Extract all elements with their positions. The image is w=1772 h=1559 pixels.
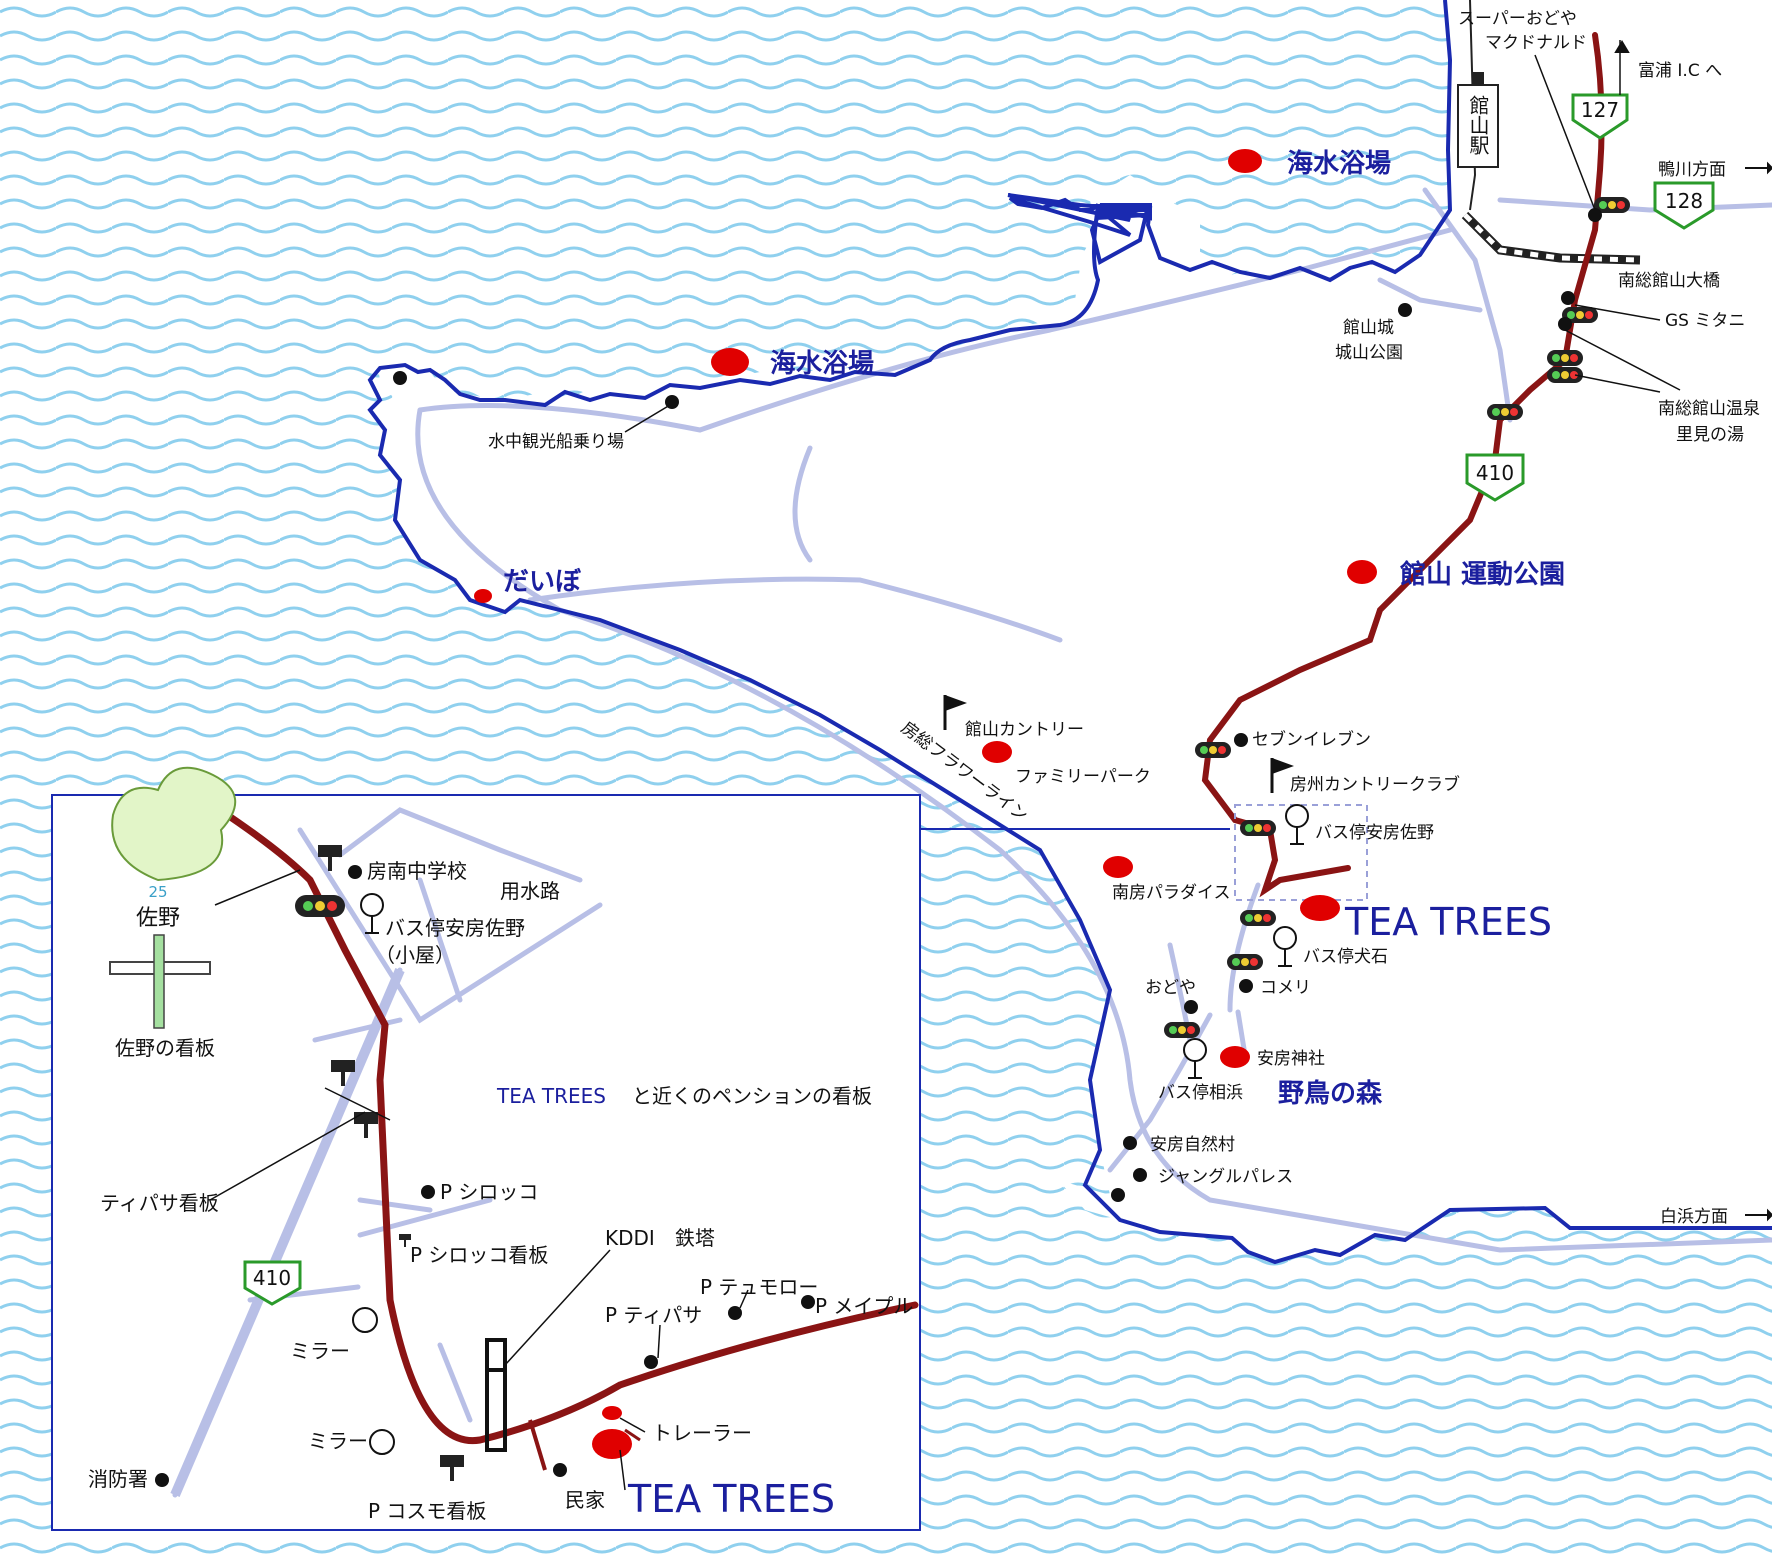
coastline — [1007, 0, 1453, 283]
kddi-tower-icon — [485, 1338, 507, 1452]
tateyama-station: 館山駅 — [1457, 72, 1499, 168]
label-daibo: だいぼ — [503, 567, 582, 597]
sano-sign-icon: 25 佐野 — [109, 766, 237, 1029]
inset-label-sirocco: P シロッコ — [440, 1180, 538, 1204]
label-family-park: ファミリーパーク — [1015, 767, 1151, 787]
label-nanbo-paradise: 南房パラダイス — [1112, 883, 1231, 903]
label-beach-1: 海水浴場 — [1287, 149, 1391, 179]
route-410-label: 410 — [1476, 461, 1514, 485]
label-super-odoya: スーパーおどや — [1458, 9, 1577, 29]
inset-label-p-maple: P メイプル — [815, 1294, 913, 1318]
railway — [1461, 0, 1641, 265]
route-128-label: 128 — [1665, 189, 1703, 213]
inset-map: 410 25 佐野 — [51, 766, 921, 1531]
minor-roads — [415, 187, 1772, 1253]
label-kamogawa: 鴨川方面 — [1658, 160, 1726, 180]
land — [370, 0, 1772, 1262]
red-spots — [474, 149, 1377, 1068]
traffic-lights — [1164, 197, 1630, 1038]
label-yacho-mori: 野鳥の森 — [1278, 1079, 1383, 1109]
label-tomiura-ic: 富浦 I.C へ — [1638, 61, 1722, 81]
inset-label-canal: 用水路 — [500, 879, 560, 903]
inset-label-sirocco-sign: P シロッコ看板 — [410, 1243, 548, 1267]
label-onsen-2: 里見の湯 — [1676, 425, 1744, 445]
label-jungle-palace: ジャングルパレス — [1158, 1167, 1293, 1187]
label-bus-sano: バス停安房佐野 — [1315, 823, 1434, 843]
label-nanso-bridge: 南総館山大橋 — [1618, 271, 1720, 291]
sign-number: 25 — [148, 883, 167, 901]
inset-label-sano-sign: 佐野の看板 — [115, 1036, 215, 1060]
label-castle-1: 館山城 — [1343, 318, 1394, 338]
inset-label-mirror-1: ミラー — [290, 1339, 350, 1363]
label-beach-2: 海水浴場 — [770, 349, 874, 379]
inset-label-tea-trees: TEA TREES — [627, 1477, 835, 1521]
inset-label-p-tumoro: P テュモロー — [700, 1275, 818, 1299]
inset-label-mirror-2: ミラー — [308, 1429, 368, 1453]
route-127-label: 127 — [1581, 98, 1619, 122]
label-castle-2: 城山公園 — [1335, 343, 1403, 363]
inset-label-minka: 民家 — [565, 1488, 605, 1512]
inset-label-school: 房南中学校 — [367, 859, 467, 883]
label-boshu-country: 房州カントリークラブ — [1290, 774, 1460, 795]
sign-name: 佐野 — [136, 906, 180, 931]
inset-label-bus-2: （小屋） — [375, 943, 455, 967]
inset-label-tea-sign-a: TEA TREES — [496, 1084, 606, 1108]
inset-label-tea-sign-b: と近くのペンションの看板 — [632, 1084, 872, 1108]
station-label: 館山駅 — [1466, 95, 1490, 156]
inset-route-410-label: 410 — [253, 1266, 291, 1290]
label-seven-eleven: セブンイレブン — [1252, 729, 1371, 750]
flag-icons — [943, 695, 1294, 793]
inset-label-bus-1: バス停安房佐野 — [385, 916, 525, 940]
label-bus-inuishi: バス停犬石 — [1303, 947, 1388, 967]
label-mcdonalds: マクドナルド — [1485, 33, 1587, 53]
inset-label-trailer: トレーラー — [652, 1421, 752, 1445]
label-country-club: 館山カントリー — [965, 720, 1084, 740]
route-128-shield: 128 — [1653, 181, 1715, 230]
route-127-shield: 127 — [1571, 93, 1629, 140]
label-shirahama: 白浜方面 — [1660, 1207, 1728, 1227]
label-boat-pier: 水中観光船乗り場 — [488, 432, 624, 452]
label-awa-nature: 安房自然村 — [1150, 1135, 1235, 1155]
inset-label-fire-station: 消防署 — [88, 1467, 148, 1491]
route-410-shield: 410 — [1465, 453, 1525, 502]
label-onsen-1: 南総館山温泉 — [1658, 399, 1760, 419]
label-komeri: コメリ — [1260, 978, 1311, 998]
coastline-west — [367, 205, 1772, 1265]
inset-label-cosmo-sign: P コスモ看板 — [368, 1499, 486, 1523]
label-gs-mitani: GS ミタニ — [1665, 311, 1745, 331]
label-tea-trees-main: TEA TREES — [1344, 900, 1552, 944]
bus-stop-icons — [1183, 804, 1309, 1079]
inset-label-kddi: KDDI 鉄塔 — [605, 1226, 715, 1250]
inset-label-p-tipasa: P ティパサ — [605, 1303, 702, 1327]
label-awa-shrine: 安房神社 — [1257, 1049, 1325, 1069]
signboard-icons — [318, 845, 464, 1481]
label-bus-aihama: バス停相浜 — [1158, 1083, 1243, 1103]
inset-label-tipasa-sign: ティパサ看板 — [100, 1191, 219, 1215]
label-sports-park: 館山 運動公園 — [1400, 559, 1565, 590]
direction-arrows — [1614, 40, 1772, 1222]
label-odoya: おどや — [1145, 978, 1196, 998]
